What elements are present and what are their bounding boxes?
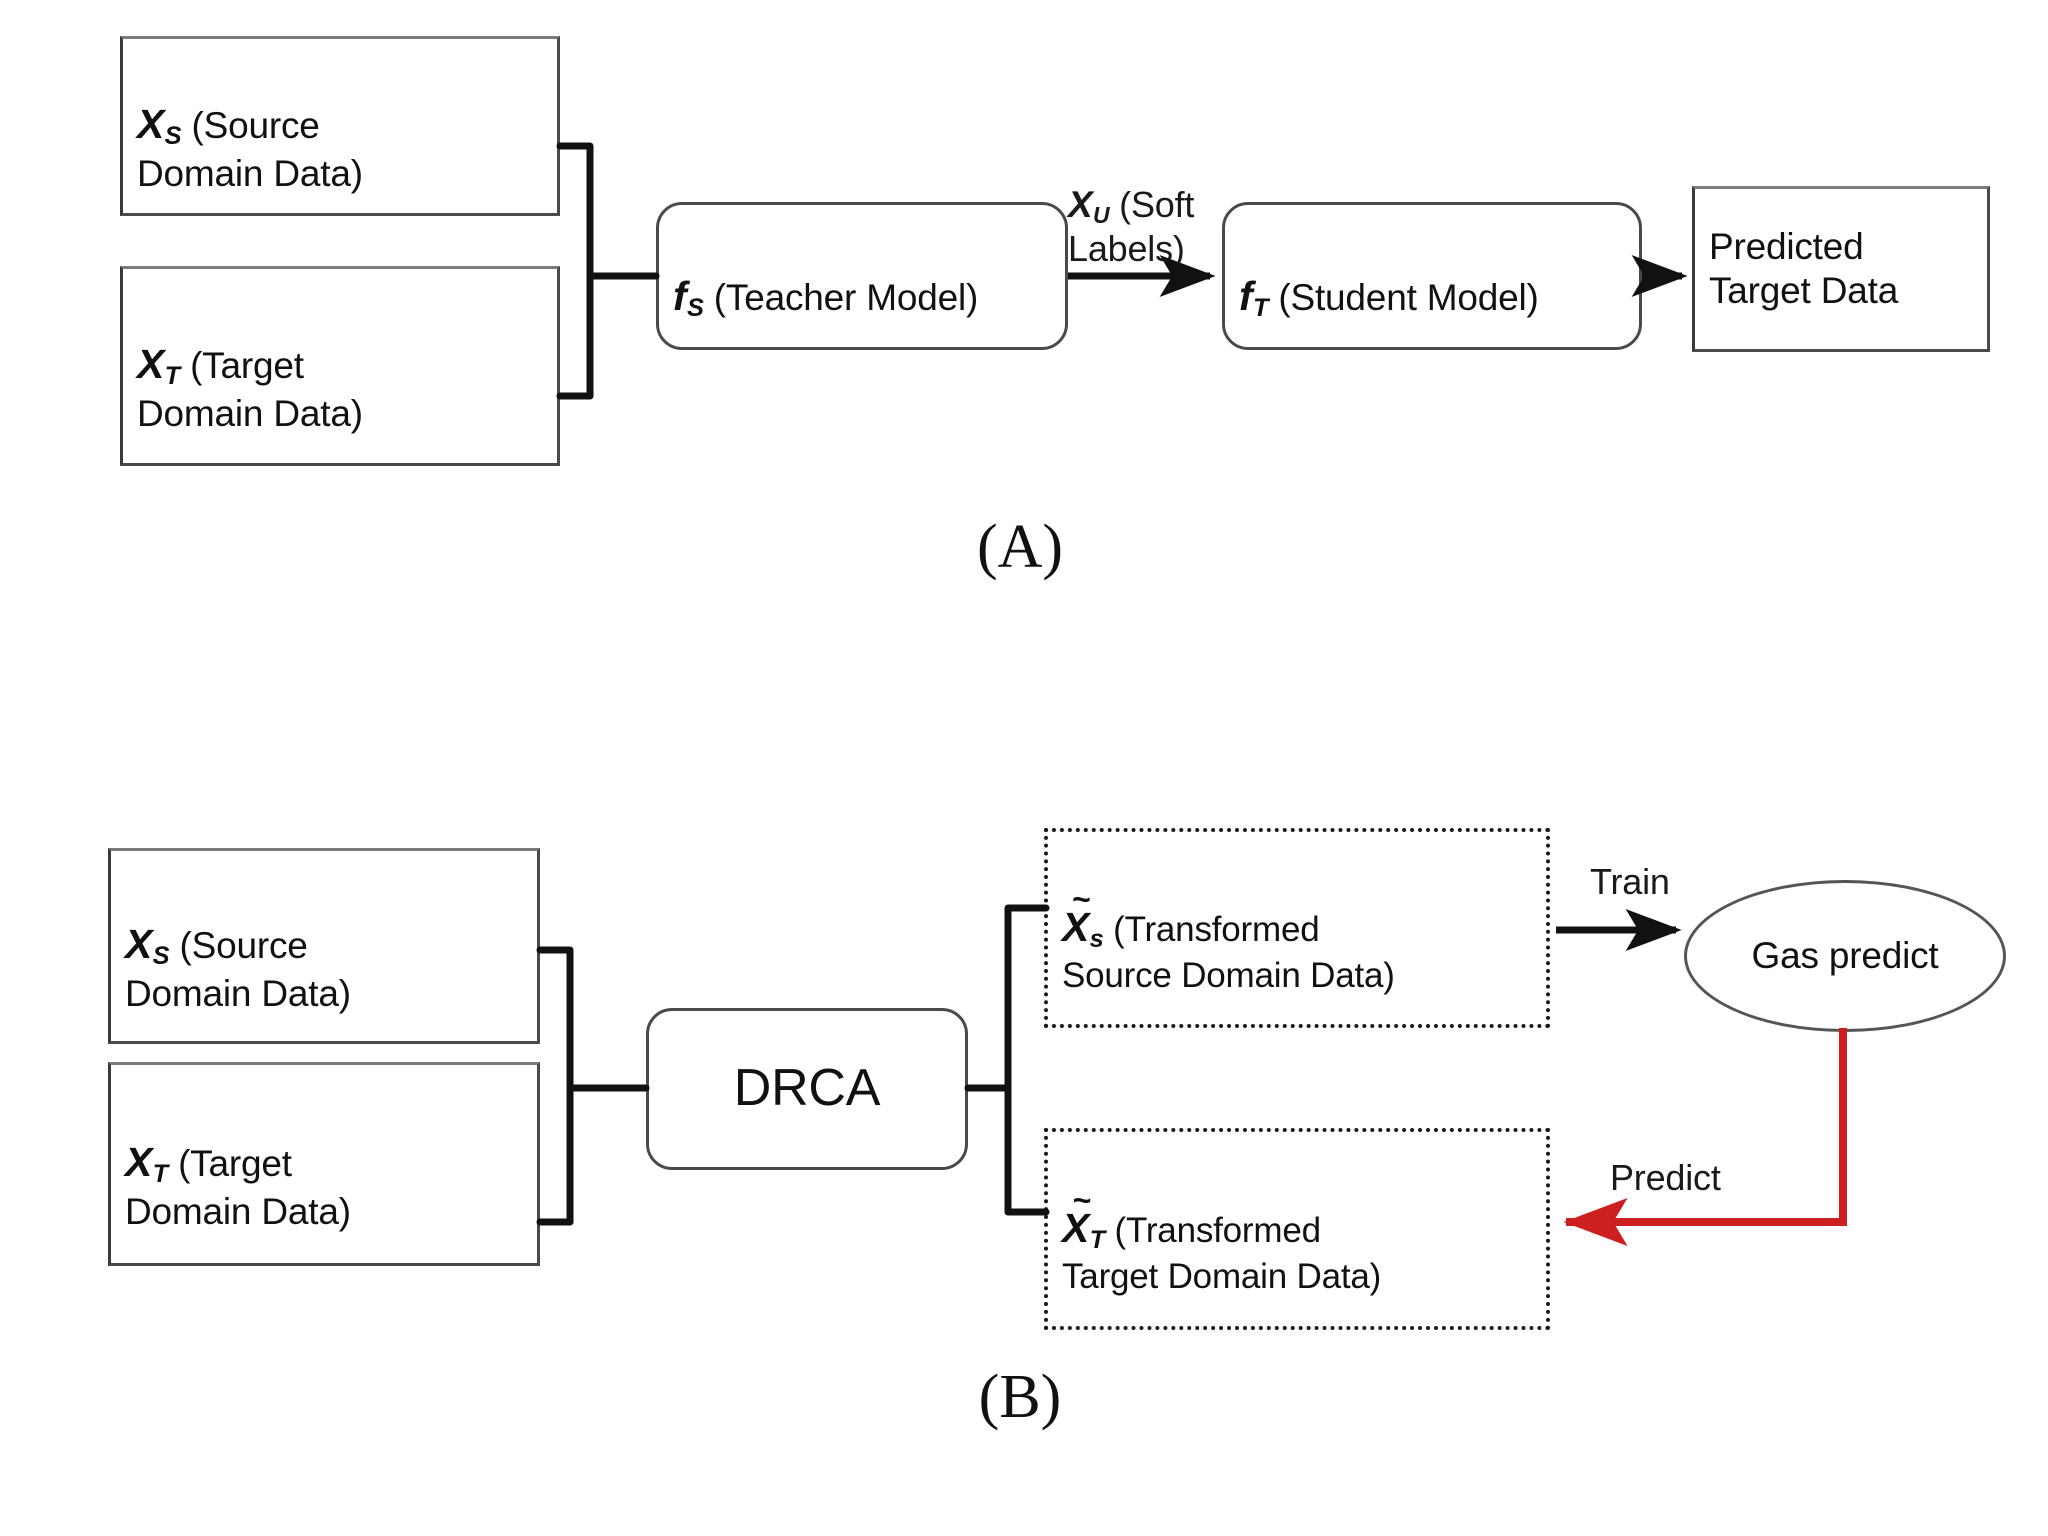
panel-b-predict-label: Predict bbox=[1610, 1157, 1721, 1198]
panel-b-target-data-box: XT (Target Domain Data) bbox=[108, 1062, 540, 1266]
panel-a-teacher-model-text: (Teacher Model) bbox=[703, 276, 979, 318]
panel-b-target-data-text: (Target Domain Data) bbox=[125, 1142, 351, 1233]
panel-b-transformed-target-box: ~XT (Transformed Target Domain Data) bbox=[1044, 1128, 1550, 1330]
panel-a-student-model-box: fT (Student Model) bbox=[1222, 202, 1642, 350]
panel-a-input-bracket bbox=[556, 142, 660, 400]
symbol-f-s: fS bbox=[673, 272, 704, 323]
symbol-x-s: XS bbox=[125, 920, 170, 971]
panel-b-train-label: Train bbox=[1590, 861, 1670, 902]
symbol-x-t: XT bbox=[125, 1138, 168, 1189]
panel-a-soft-labels-label: XU (Soft Labels) bbox=[1068, 144, 1308, 269]
panel-a-caption: (A) bbox=[976, 513, 1064, 581]
tilde-accent: ~ bbox=[1072, 1181, 1092, 1218]
panel-a-predicted-target-label: Predicted Target Data bbox=[1709, 226, 1899, 311]
panel-b-caption: (B) bbox=[978, 1363, 1062, 1431]
symbol-f-t: fT bbox=[1239, 272, 1269, 323]
panel-b-gas-predict-label: Gas predict bbox=[1751, 935, 1939, 977]
panel-b-transformed-source-label: ~Xs (Transformed Source Domain Data) bbox=[1048, 859, 1409, 996]
panel-b-drca-label: DRCA bbox=[733, 1059, 881, 1118]
tilde-accent: ~ bbox=[1072, 880, 1091, 917]
panel-b-source-data-label: XS (Source Domain Data) bbox=[111, 876, 365, 1016]
panel-b-transformed-source-box: ~Xs (Transformed Source Domain Data) bbox=[1044, 828, 1550, 1028]
panel-a-teacher-model-box: fS (Teacher Model) bbox=[656, 202, 1068, 350]
panel-b-source-data-text: (Source Domain Data) bbox=[125, 924, 351, 1015]
panel-a-student-model-label: fT (Student Model) bbox=[1225, 228, 1553, 324]
panel-b-drca-box: DRCA bbox=[646, 1008, 968, 1170]
symbol-x-s: XS bbox=[137, 100, 182, 151]
panel-b-transformed-target-text: (Transformed Target Domain Data) bbox=[1062, 1210, 1382, 1297]
symbol-x-u: XU bbox=[1068, 184, 1110, 229]
panel-a-teacher-model-label: fS (Teacher Model) bbox=[659, 228, 992, 324]
panel-a-source-data-box: XS (Source Domain Data) bbox=[120, 36, 560, 216]
panel-a-target-data-box: XT (Target Domain Data) bbox=[120, 266, 560, 466]
panel-b-input-bracket bbox=[536, 946, 650, 1226]
symbol-x-t: XT bbox=[137, 340, 180, 391]
symbol-x-tilde-s: ~Xs bbox=[1062, 880, 1104, 954]
panel-b-source-data-box: XS (Source Domain Data) bbox=[108, 848, 540, 1044]
panel-a-source-data-text: (Source Domain Data) bbox=[137, 104, 363, 195]
panel-a-target-data-text: (Target Domain Data) bbox=[137, 344, 363, 435]
panel-a-student-model-text: (Student Model) bbox=[1268, 276, 1539, 318]
panel-a-source-data-label: XS (Source Domain Data) bbox=[123, 56, 377, 196]
panel-b-output-bracket bbox=[964, 904, 1050, 1216]
panel-b-transformed-target-label: ~XT (Transformed Target Domain Data) bbox=[1048, 1160, 1395, 1297]
panel-b-transformed-source-text: (Transformed Source Domain Data) bbox=[1062, 909, 1395, 996]
panel-b-target-data-label: XT (Target Domain Data) bbox=[111, 1094, 365, 1234]
panel-a-predicted-target-box: Predicted Target Data bbox=[1692, 186, 1990, 352]
panel-a-target-data-label: XT (Target Domain Data) bbox=[123, 296, 377, 436]
symbol-x-tilde-t: ~XT bbox=[1062, 1181, 1105, 1255]
panel-b-gas-predict-ellipse: Gas predict bbox=[1684, 880, 2006, 1032]
